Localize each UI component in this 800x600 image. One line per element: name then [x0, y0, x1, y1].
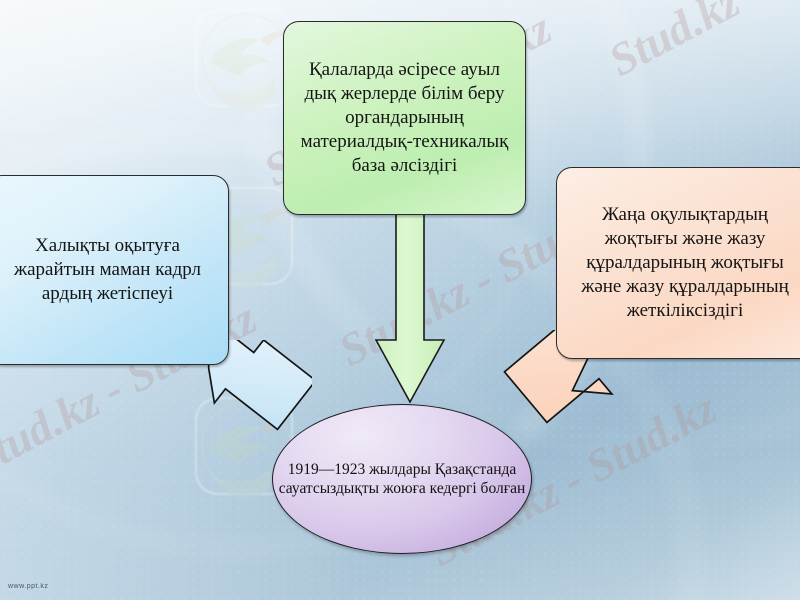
node-blue-text: Халықты оқытуға жарайтын маман кадрл ард…: [14, 235, 201, 304]
node-green-box[interactable]: Қалаларда әсіресе ауыл дық жерлерде білі…: [283, 21, 526, 215]
node-peach-text: Жаңа оқулықтардың жоқтығы және жазу құра…: [581, 204, 789, 321]
blue-down-right-arrow: [207, 340, 312, 431]
green-down-arrow: [374, 212, 446, 404]
node-center-oval[interactable]: 1919—1923 жылдары Қазақстанда сауатсызды…: [272, 404, 532, 554]
node-green-text: Қалаларда әсіресе ауыл дық жерлерде білі…: [300, 59, 509, 176]
footer-watermark: www.ppt.kz: [8, 583, 49, 590]
watermark-text: Stud.kz - Stud.kz: [600, 0, 800, 87]
node-center-text: 1919—1923 жылдары Қазақстанда сауатсызды…: [278, 460, 526, 497]
node-blue-box[interactable]: Халықты оқытуға жарайтын маман кадрл ард…: [0, 175, 229, 365]
node-peach-box[interactable]: Жаңа оқулықтардың жоқтығы және жазу құра…: [556, 167, 800, 359]
